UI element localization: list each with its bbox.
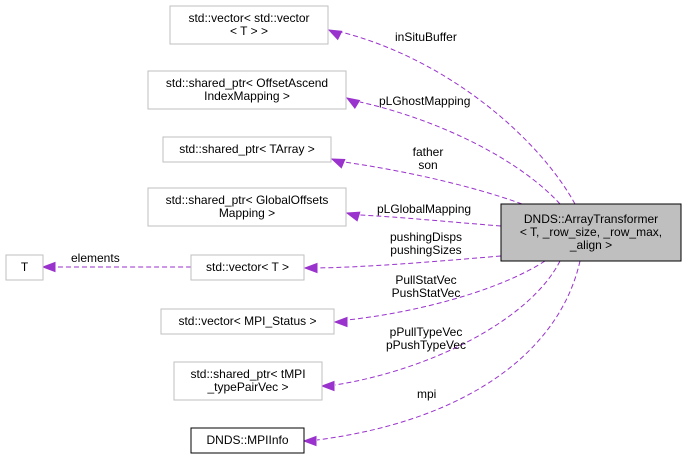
node-vector-t-label: std::vector< T > [206, 260, 289, 274]
edge-label-father-son: son [418, 158, 437, 172]
edge-label-in-situ-buffer: inSituBuffer [395, 30, 457, 44]
node-tmpi-type-pair-vec-label: _typePairVec > [206, 380, 288, 394]
edge-stat-vec-arrowhead [333, 316, 348, 328]
edge-plghost-mapping-arrowhead [345, 97, 361, 109]
edge-label-type-vec: pPushTypeVec [386, 338, 466, 352]
edge-label-pushing: pushingSizes [390, 243, 461, 257]
node-t-label: T [21, 260, 29, 274]
edge-in-situ-buffer [327, 29, 576, 205]
node-offset-ascend-index-mapping-label: std::shared_ptr< OffsetAscend [166, 76, 328, 90]
edge-pushing-arrowhead [303, 262, 318, 274]
node-vector-of-vector-box [169, 5, 329, 45]
edge-label-plglobal-mapping: pLGlobalMapping [377, 202, 471, 216]
edge-plghost-mapping-line [359, 101, 561, 205]
node-array-transformer-label: DNDS::ArrayTransformer [524, 212, 658, 226]
edge-father-son-arrowhead [330, 158, 346, 169]
node-vector-t[interactable]: std::vector< T > [190, 254, 305, 281]
node-t[interactable]: T [5, 254, 44, 281]
node-offset-ascend-index-mapping[interactable]: std::shared_ptr< OffsetAscendIndexMappin… [147, 70, 347, 110]
node-t-box [5, 254, 44, 281]
edge-elements [41, 261, 192, 273]
edge-in-situ-buffer-arrowhead [327, 29, 343, 41]
node-mpi-info-label: DNDS::MPIInfo [206, 433, 288, 447]
node-shared-ptr-tarray-box [162, 136, 332, 163]
edge-type-vec [320, 260, 561, 392]
node-shared-ptr-tarray-label: std::shared_ptr< TArray > [179, 142, 315, 156]
edge-label-stat-vec: PullStatVec [395, 273, 456, 287]
edge-plglobal-mapping-arrowhead [345, 211, 361, 222]
node-array-transformer[interactable]: DNDS::ArrayTransformer< T, _row_size, _r… [500, 203, 682, 262]
edge-mpi-arrowhead [302, 435, 317, 447]
edge-mpi [302, 260, 581, 447]
node-vector-of-vector-label: < T > > [230, 24, 268, 38]
node-vector-of-vector-label: std::vector< std::vector [188, 11, 309, 25]
edge-stat-vec [333, 260, 546, 328]
node-global-offsets-mapping-label: std::shared_ptr< GlobalOffsets [166, 193, 329, 207]
edge-plghost-mapping [345, 97, 561, 205]
node-vector-mpi-status-box [160, 308, 335, 335]
node-array-transformer-label: _align > [569, 238, 612, 252]
node-vector-t-box [190, 254, 305, 281]
node-array-transformer-box [500, 203, 682, 262]
edge-label-plghost-mapping: pLGhostMapping [379, 94, 470, 108]
node-tmpi-type-pair-vec-label: std::shared_ptr< tMPI [190, 367, 305, 381]
node-offset-ascend-index-mapping-label: IndexMapping > [204, 89, 290, 103]
edge-type-vec-arrowhead [320, 380, 335, 392]
node-mpi-info[interactable]: DNDS::MPIInfo [190, 427, 305, 454]
edge-stat-vec-line [346, 260, 546, 321]
node-mpi-info-box [190, 427, 305, 454]
node-global-offsets-mapping-label: Mapping > [219, 206, 275, 220]
edge-label-father-son: father [413, 145, 444, 159]
edge-elements-arrowhead [41, 261, 56, 273]
edge-label-mpi: mpi [417, 387, 436, 401]
node-vector-mpi-status-label: std::vector< MPI_Status > [178, 314, 316, 328]
edge-mpi-line [316, 260, 581, 441]
edge-type-vec-line [334, 260, 561, 386]
node-vector-mpi-status[interactable]: std::vector< MPI_Status > [160, 308, 335, 335]
edge-father-son [330, 158, 523, 205]
node-tmpi-type-pair-vec[interactable]: std::shared_ptr< tMPI_typePairVec > [173, 361, 323, 401]
node-vector-of-vector[interactable]: std::vector< std::vector< T > > [169, 5, 329, 45]
node-tmpi-type-pair-vec-box [173, 361, 323, 401]
node-shared-ptr-tarray[interactable]: std::shared_ptr< TArray > [162, 136, 332, 163]
edge-label-stat-vec: PushStatVec [392, 286, 461, 300]
node-offset-ascend-index-mapping-box [147, 70, 347, 110]
edge-pushing [303, 255, 502, 274]
edge-label-type-vec: pPullTypeVec [390, 325, 463, 339]
edge-father-son-line [343, 161, 523, 205]
edge-label-elements: elements [71, 251, 120, 265]
edge-pushing-line [316, 255, 502, 269]
node-array-transformer-label: < T, _row_size, _row_max, [520, 225, 662, 239]
node-global-offsets-mapping-box [147, 187, 347, 227]
edge-in-situ-buffer-line [340, 31, 576, 205]
edge-plglobal-mapping-line [359, 214, 502, 227]
edge-plglobal-mapping [345, 211, 502, 227]
edge-label-pushing: pushingDisps [390, 230, 462, 244]
